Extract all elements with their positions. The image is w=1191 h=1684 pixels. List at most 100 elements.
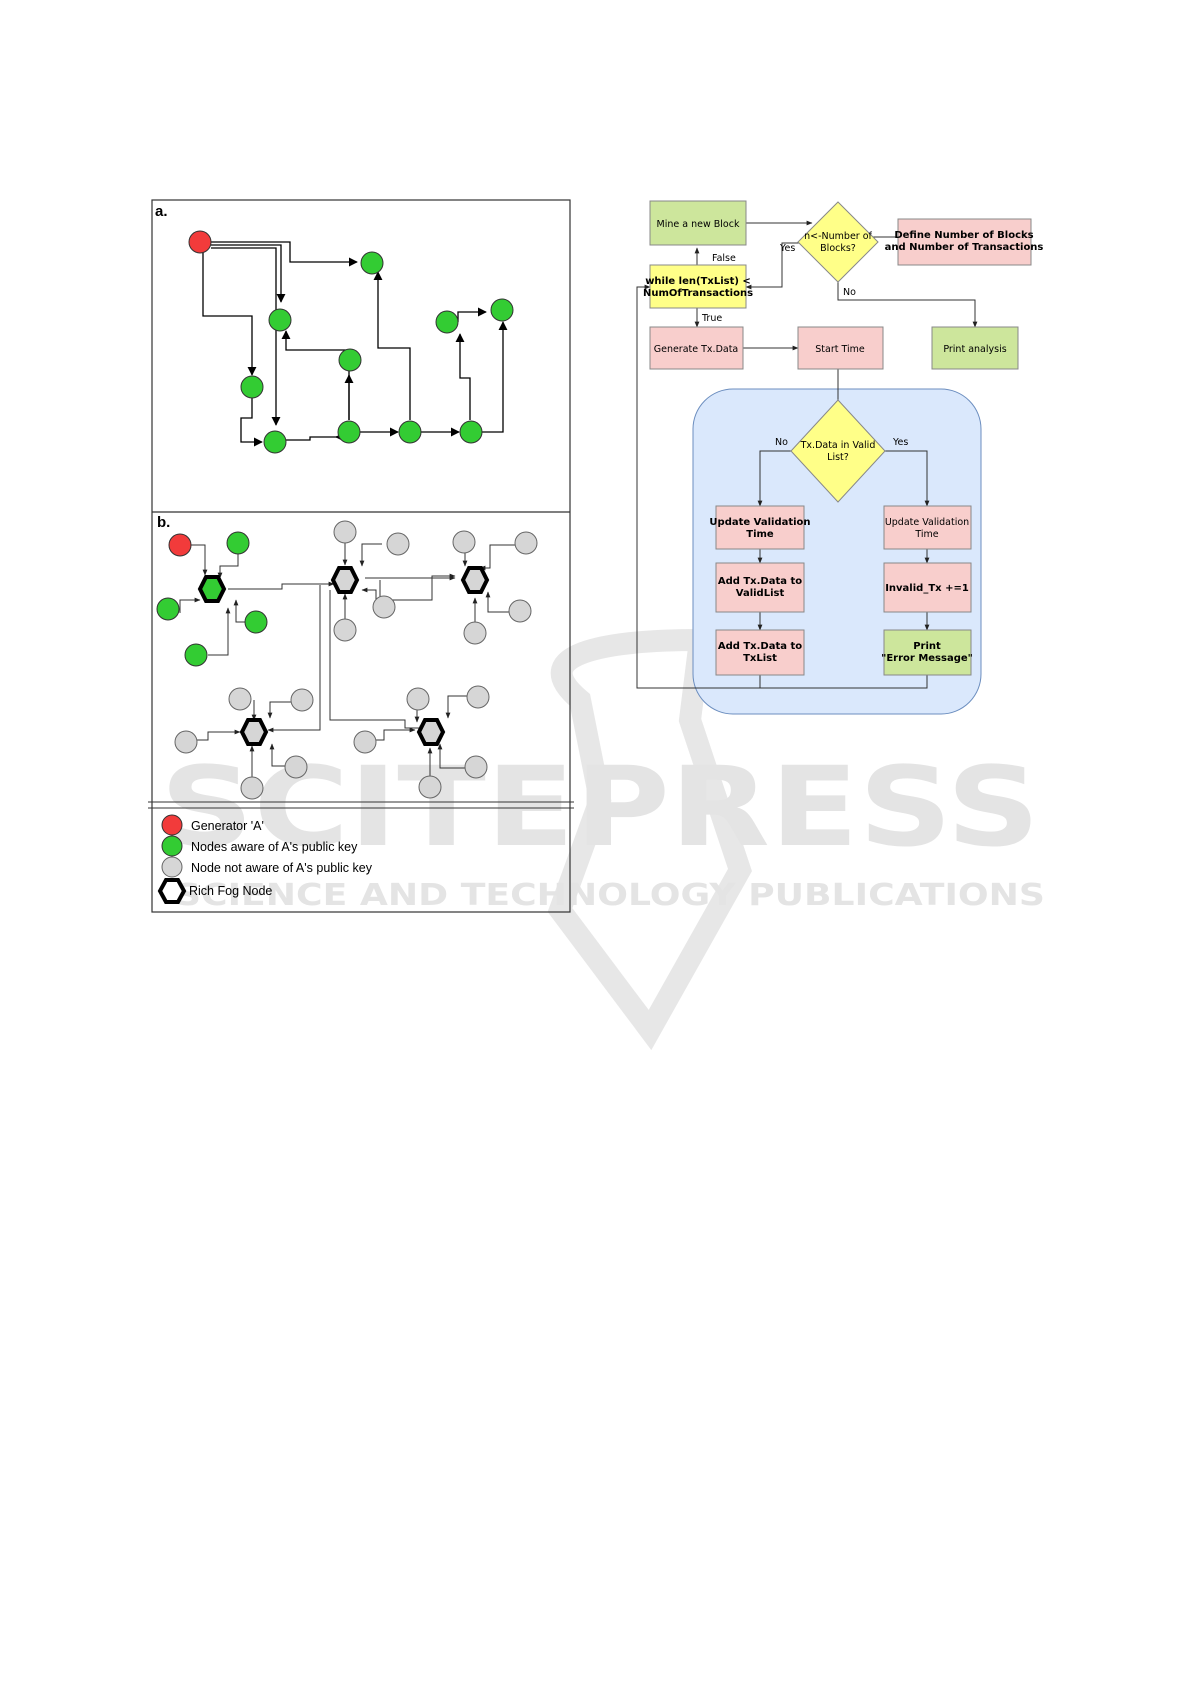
generate-node [649,326,744,370]
no-label-2: No [775,437,788,448]
mine-block-label: Mine a new Block [657,219,740,230]
watermark-logo-shape [547,628,752,1051]
print-analysis-label: Print analysis [943,344,1006,355]
add-txlist-line2: TxList [743,653,777,664]
legend-aware-swatch [161,835,183,857]
aware-node [490,298,514,322]
print-error-node [883,629,972,676]
panel-b-nodes [156,520,538,800]
left-figure-frame [151,199,571,913]
print-analysis-node [931,326,1019,370]
aware-node [360,251,384,275]
fog-node [460,566,490,594]
fog-node [239,718,269,746]
false-label: False [712,253,736,264]
print-error-line1: Print [913,641,941,652]
aware-node [156,597,180,621]
fog-node [416,718,446,746]
valid-decision-label-line2: List? [827,452,849,463]
legend-generator-swatch [161,814,183,836]
valid-decision-node [790,399,886,503]
yes-label-2: Yes [892,437,908,448]
aware-node [226,531,250,555]
invalid-counter-node [883,562,972,613]
add-txlist-node [715,629,805,676]
aware-node [244,610,268,634]
unaware-node [418,775,442,799]
blocks-decision-node [797,201,879,283]
legend-fog-swatch [157,878,187,904]
invalid-counter-label: Invalid_Tx +=1 [885,583,969,594]
yes-label: Yes [779,243,795,254]
aware-node [240,375,264,399]
unaware-node [228,687,252,711]
update-validation-left-line2: Time [746,529,774,540]
unaware-node [406,687,430,711]
aware-node [268,308,292,332]
unaware-node [466,685,490,709]
aware-node [459,420,483,444]
update-validation-left-node [715,505,805,550]
fog-node-aware [197,575,227,603]
panel-a-edges [202,241,508,447]
start-time-node [797,326,884,370]
unaware-node [333,618,357,642]
panel-b-label: b. [157,514,170,531]
update-validation-right-line1: Update Validation [885,517,969,528]
legend-unaware-swatch [161,856,183,878]
no-label: No [843,287,856,298]
watermark-sub-text: SCIENCE AND TECHNOLOGY PUBLICATIONS [175,878,1045,913]
unaware-node [174,730,198,754]
fog-nodes [197,566,490,746]
while-loop-node [649,264,747,309]
update-validation-left-line1: Update Validation [709,517,810,528]
aware-node [398,420,422,444]
true-label: True [701,313,722,324]
unaware-node [514,531,538,555]
legend-generator-label: Generator 'A' [191,819,264,833]
panel-a-label: a. [155,203,168,220]
aware-node [338,348,362,372]
valid-decision-label-line1: Tx.Data in Valid [800,440,876,451]
flowchart-connectors [636,220,978,689]
panel-a-nodes [188,230,514,454]
unaware-node [452,530,476,554]
fog-node [330,566,360,594]
while-loop-label-line1: while len(TxList) < [645,276,751,287]
add-validlist-line1: Add Tx.Data to [718,576,802,587]
legend-unaware-label: Node not aware of A's public key [191,861,373,875]
unaware-node [290,688,314,712]
aware-node [435,310,459,334]
aware-node [184,643,208,667]
unaware-node [333,520,357,544]
define-node [897,218,1032,266]
while-loop-label-line2: NumOfTransactions [643,288,753,299]
unaware-node [463,621,487,645]
unaware-node [240,776,264,800]
add-validlist-line2: ValidList [736,588,785,599]
blocks-decision-label-line1: n<-Number of [804,231,872,242]
define-label-line1: Define Number of Blocks [894,230,1033,241]
generator-node [168,533,192,557]
legend-aware-label: Nodes aware of A's public key [191,840,358,854]
update-validation-right-line2: Time [914,529,938,540]
add-validlist-node [715,562,805,613]
start-time-label: Start Time [815,344,865,355]
aware-node [337,420,361,444]
flowchart: Mine a new Block n<-Number of Blocks? De… [636,200,1044,715]
unaware-node [353,730,377,754]
unaware-node [284,755,308,779]
unaware-node [386,532,410,556]
legend: Generator 'A' Nodes aware of A's public … [157,814,373,904]
unaware-node [372,595,396,619]
generator-node [188,230,212,254]
update-validation-right-node [883,505,972,550]
mine-block-node [649,200,747,246]
add-txlist-line1: Add Tx.Data to [718,641,802,652]
blocks-decision-label-line2: Blocks? [820,243,856,254]
legend-fog-label: Rich Fog Node [189,884,272,898]
unaware-node [508,599,532,623]
left-figure: a. b. [148,199,574,913]
define-label-line2: and Number of Transactions [885,242,1044,253]
